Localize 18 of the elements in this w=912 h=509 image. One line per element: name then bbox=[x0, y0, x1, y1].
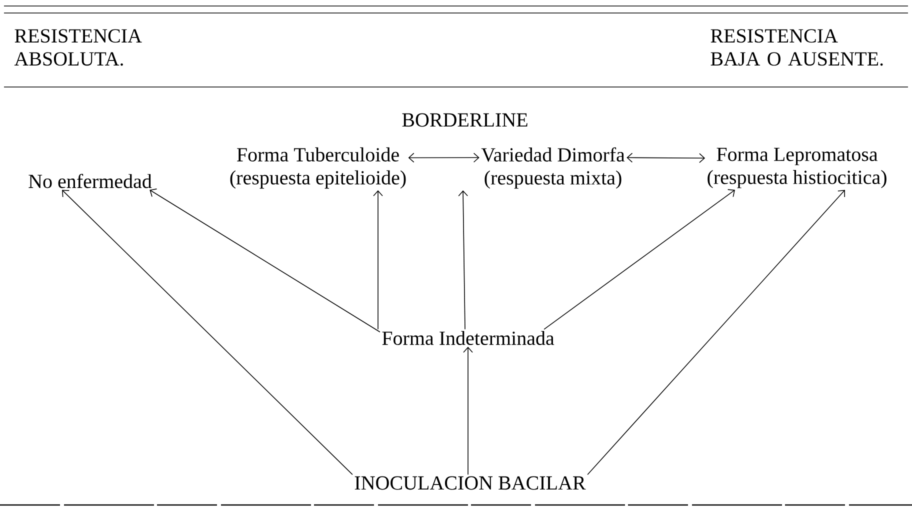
arrow bbox=[587, 190, 846, 475]
arrow bbox=[150, 188, 380, 332]
arrow bbox=[408, 152, 480, 163]
arrow bbox=[62, 190, 353, 475]
node-text: Forma Tuberculoide (respuesta epitelioide) bbox=[230, 147, 406, 189]
node-text: Forma Indeterminada bbox=[382, 330, 554, 346]
node-text: Variedad Dimorfa (respuesta mixta) bbox=[481, 147, 625, 189]
arrow bbox=[373, 190, 383, 330]
heading-text: RESISTENCIA BAJA O AUSENTE. bbox=[710, 29, 883, 66]
arrow bbox=[626, 152, 706, 163]
arrow bbox=[544, 189, 735, 330]
node-text: Forma Lepromatosa (respuesta histiocitica) bbox=[708, 148, 886, 188]
node-text: INOCULACION BACILAR bbox=[354, 476, 586, 490]
node-text: No enfermedad bbox=[28, 174, 152, 188]
heading-text: RESISTENCIA ABSOLUTA. bbox=[14, 29, 142, 66]
arrow bbox=[463, 346, 473, 475]
arrow bbox=[458, 190, 468, 330]
heading-text: BORDERLINE bbox=[402, 113, 528, 127]
